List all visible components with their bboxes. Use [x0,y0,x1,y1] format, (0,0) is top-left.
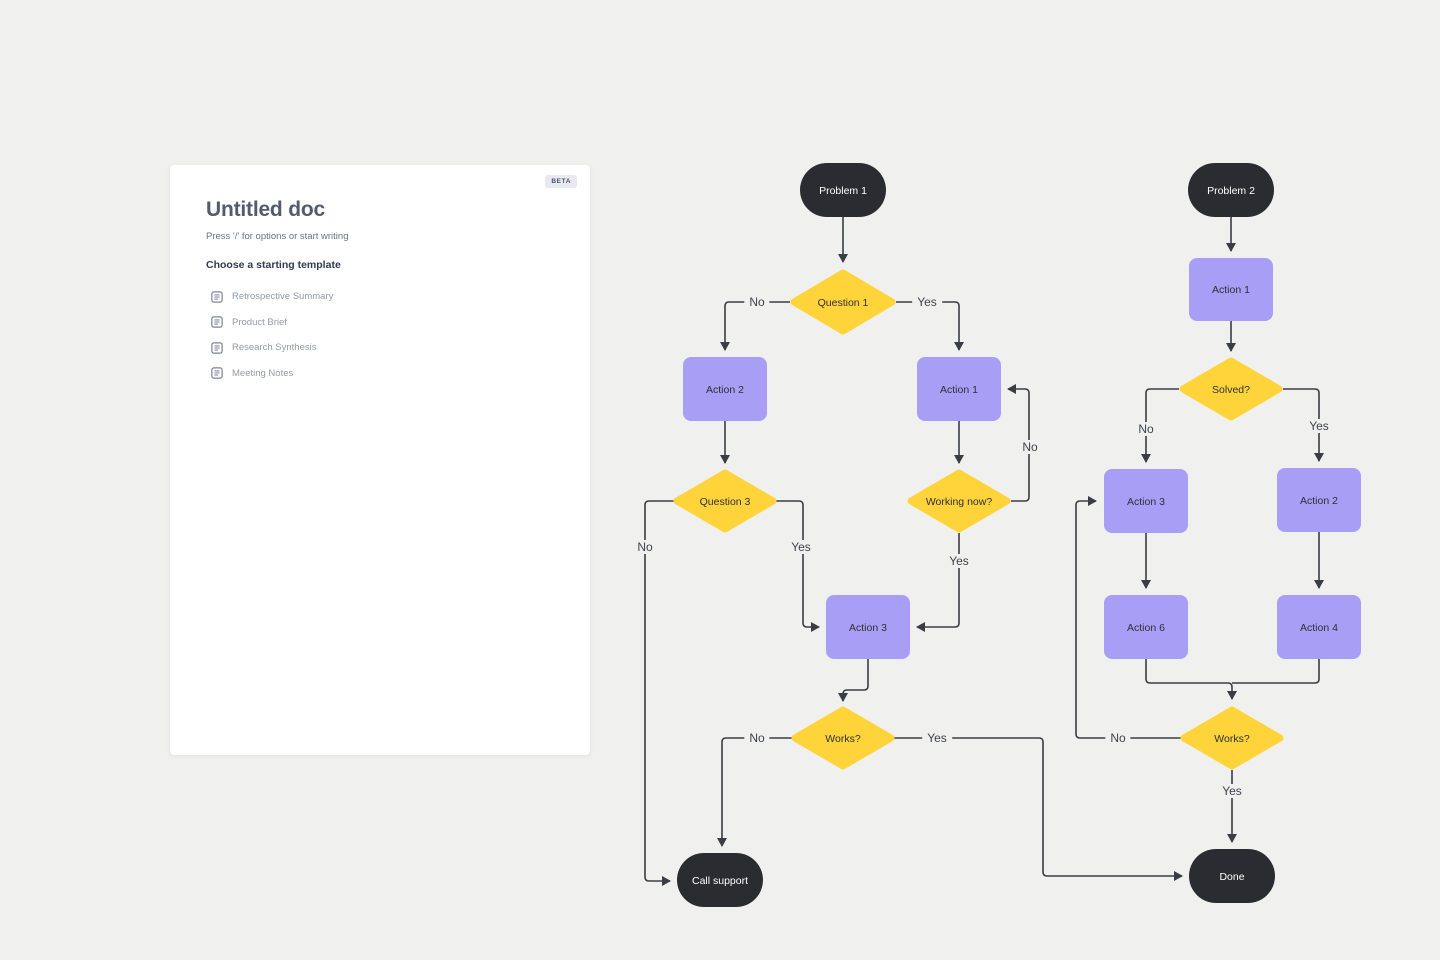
edge-question3-no-callsupport [644,500,674,886]
edge-label-no: No [744,731,770,745]
templates-heading: Choose a starting template [206,259,341,271]
edge-action6-merge-works [1145,659,1237,700]
svg-text:Call support: Call support [692,875,748,887]
node-problem-2[interactable]: Problem 2 [1188,163,1274,217]
edge-label-no: No [744,295,770,309]
svg-text:Works?: Works? [1214,733,1250,745]
svg-text:Action 2: Action 2 [706,384,744,396]
edge-workingnow-yes-action3 [916,533,960,632]
svg-text:Solved?: Solved? [1212,384,1250,396]
edge-question1-yes-action1 [896,301,964,351]
template-item-retrospective-summary[interactable]: Retrospective Summary [211,284,554,310]
document-list-icon [211,291,223,303]
flowchart-edges [644,217,1324,886]
edge-question3-yes-action3 [776,500,820,632]
edge-action4-merge [1232,659,1320,684]
doc-title[interactable]: Untitled doc [206,198,325,221]
doc-panel: BETA Untitled doc Press '/' for options … [170,165,590,755]
beta-badge: BETA [545,175,577,188]
template-item-meeting-notes[interactable]: Meeting Notes [211,361,554,387]
node-question-3[interactable]: Question 3 [673,469,777,533]
node-working-now[interactable]: Working now? [907,469,1011,533]
svg-text:Working now?: Working now? [926,496,992,508]
svg-text:Question 3: Question 3 [700,496,751,508]
svg-text:Works?: Works? [825,733,861,745]
node-action-2[interactable]: Action 2 [683,357,767,421]
document-list-icon [211,367,223,379]
svg-text:Action 6: Action 6 [1127,622,1165,634]
node-p2-action-1[interactable]: Action 1 [1189,258,1273,321]
node-action-3[interactable]: Action 3 [826,595,910,659]
node-action-1[interactable]: Action 1 [917,357,1001,421]
edge-label-yes: Yes [1217,784,1247,798]
edge-works-no-callsupport [717,737,792,847]
template-item-research-synthesis[interactable]: Research Synthesis [211,335,554,361]
node-p2-action-4[interactable]: Action 4 [1277,595,1361,659]
node-solved[interactable]: Solved? [1179,357,1283,421]
edge-works-yes-done [894,737,1183,881]
node-p2-action-3[interactable]: Action 3 [1104,469,1188,533]
template-label: Meeting Notes [232,367,294,379]
edge-label-no: No [1105,731,1131,745]
edge-label-yes: Yes [922,731,952,745]
svg-text:Action 1: Action 1 [940,384,978,396]
node-p2-action-2[interactable]: Action 2 [1277,468,1361,532]
svg-text:Action 2: Action 2 [1300,495,1338,507]
document-list-icon [211,316,223,328]
template-label: Retrospective Summary [232,291,334,303]
edge-label-yes: Yes [912,295,942,309]
svg-text:Action 3: Action 3 [1127,496,1165,508]
edge-label-no: No [1017,440,1043,454]
node-p2-works[interactable]: Works? [1180,706,1284,770]
template-list: Retrospective Summary Product Brief Rese… [206,284,554,386]
edge-action3-works [838,659,869,702]
svg-text:Action 1: Action 1 [1212,284,1250,296]
edge-label-yes: Yes [786,540,816,554]
edge-solved-yes-action2 [1283,388,1324,462]
edge-label-yes: Yes [1304,419,1334,433]
svg-text:Action 3: Action 3 [849,622,887,634]
edge-label-no: No [632,540,658,554]
edge-question1-no-action2 [720,301,790,351]
node-done[interactable]: Done [1189,849,1275,903]
template-label: Product Brief [232,316,287,328]
svg-text:Action 4: Action 4 [1300,622,1338,634]
edge-works2-no-action3-loop [1075,496,1181,739]
node-works[interactable]: Works? [791,706,895,770]
document-list-icon [211,342,223,354]
node-question-1[interactable]: Question 1 [790,269,896,335]
svg-text:Done: Done [1219,871,1244,883]
node-call-support[interactable]: Call support [677,853,763,907]
node-problem-1[interactable]: Problem 1 [800,163,886,217]
svg-text:Problem 2: Problem 2 [1207,185,1255,197]
edge-solved-no-action3 [1141,388,1179,463]
svg-text:Problem 1: Problem 1 [819,185,867,197]
flowchart-nodes: Problem 1 Question 1 Action 2 Action 1 Q… [673,163,1361,907]
svg-text:Question 1: Question 1 [818,297,869,309]
template-item-product-brief[interactable]: Product Brief [211,310,554,336]
template-label: Research Synthesis [232,342,317,354]
edge-label-yes: Yes [944,554,974,568]
edge-label-no: No [1133,422,1159,436]
editor-placeholder[interactable]: Press '/' for options or start writing [206,231,349,242]
node-p2-action-6[interactable]: Action 6 [1104,595,1188,659]
